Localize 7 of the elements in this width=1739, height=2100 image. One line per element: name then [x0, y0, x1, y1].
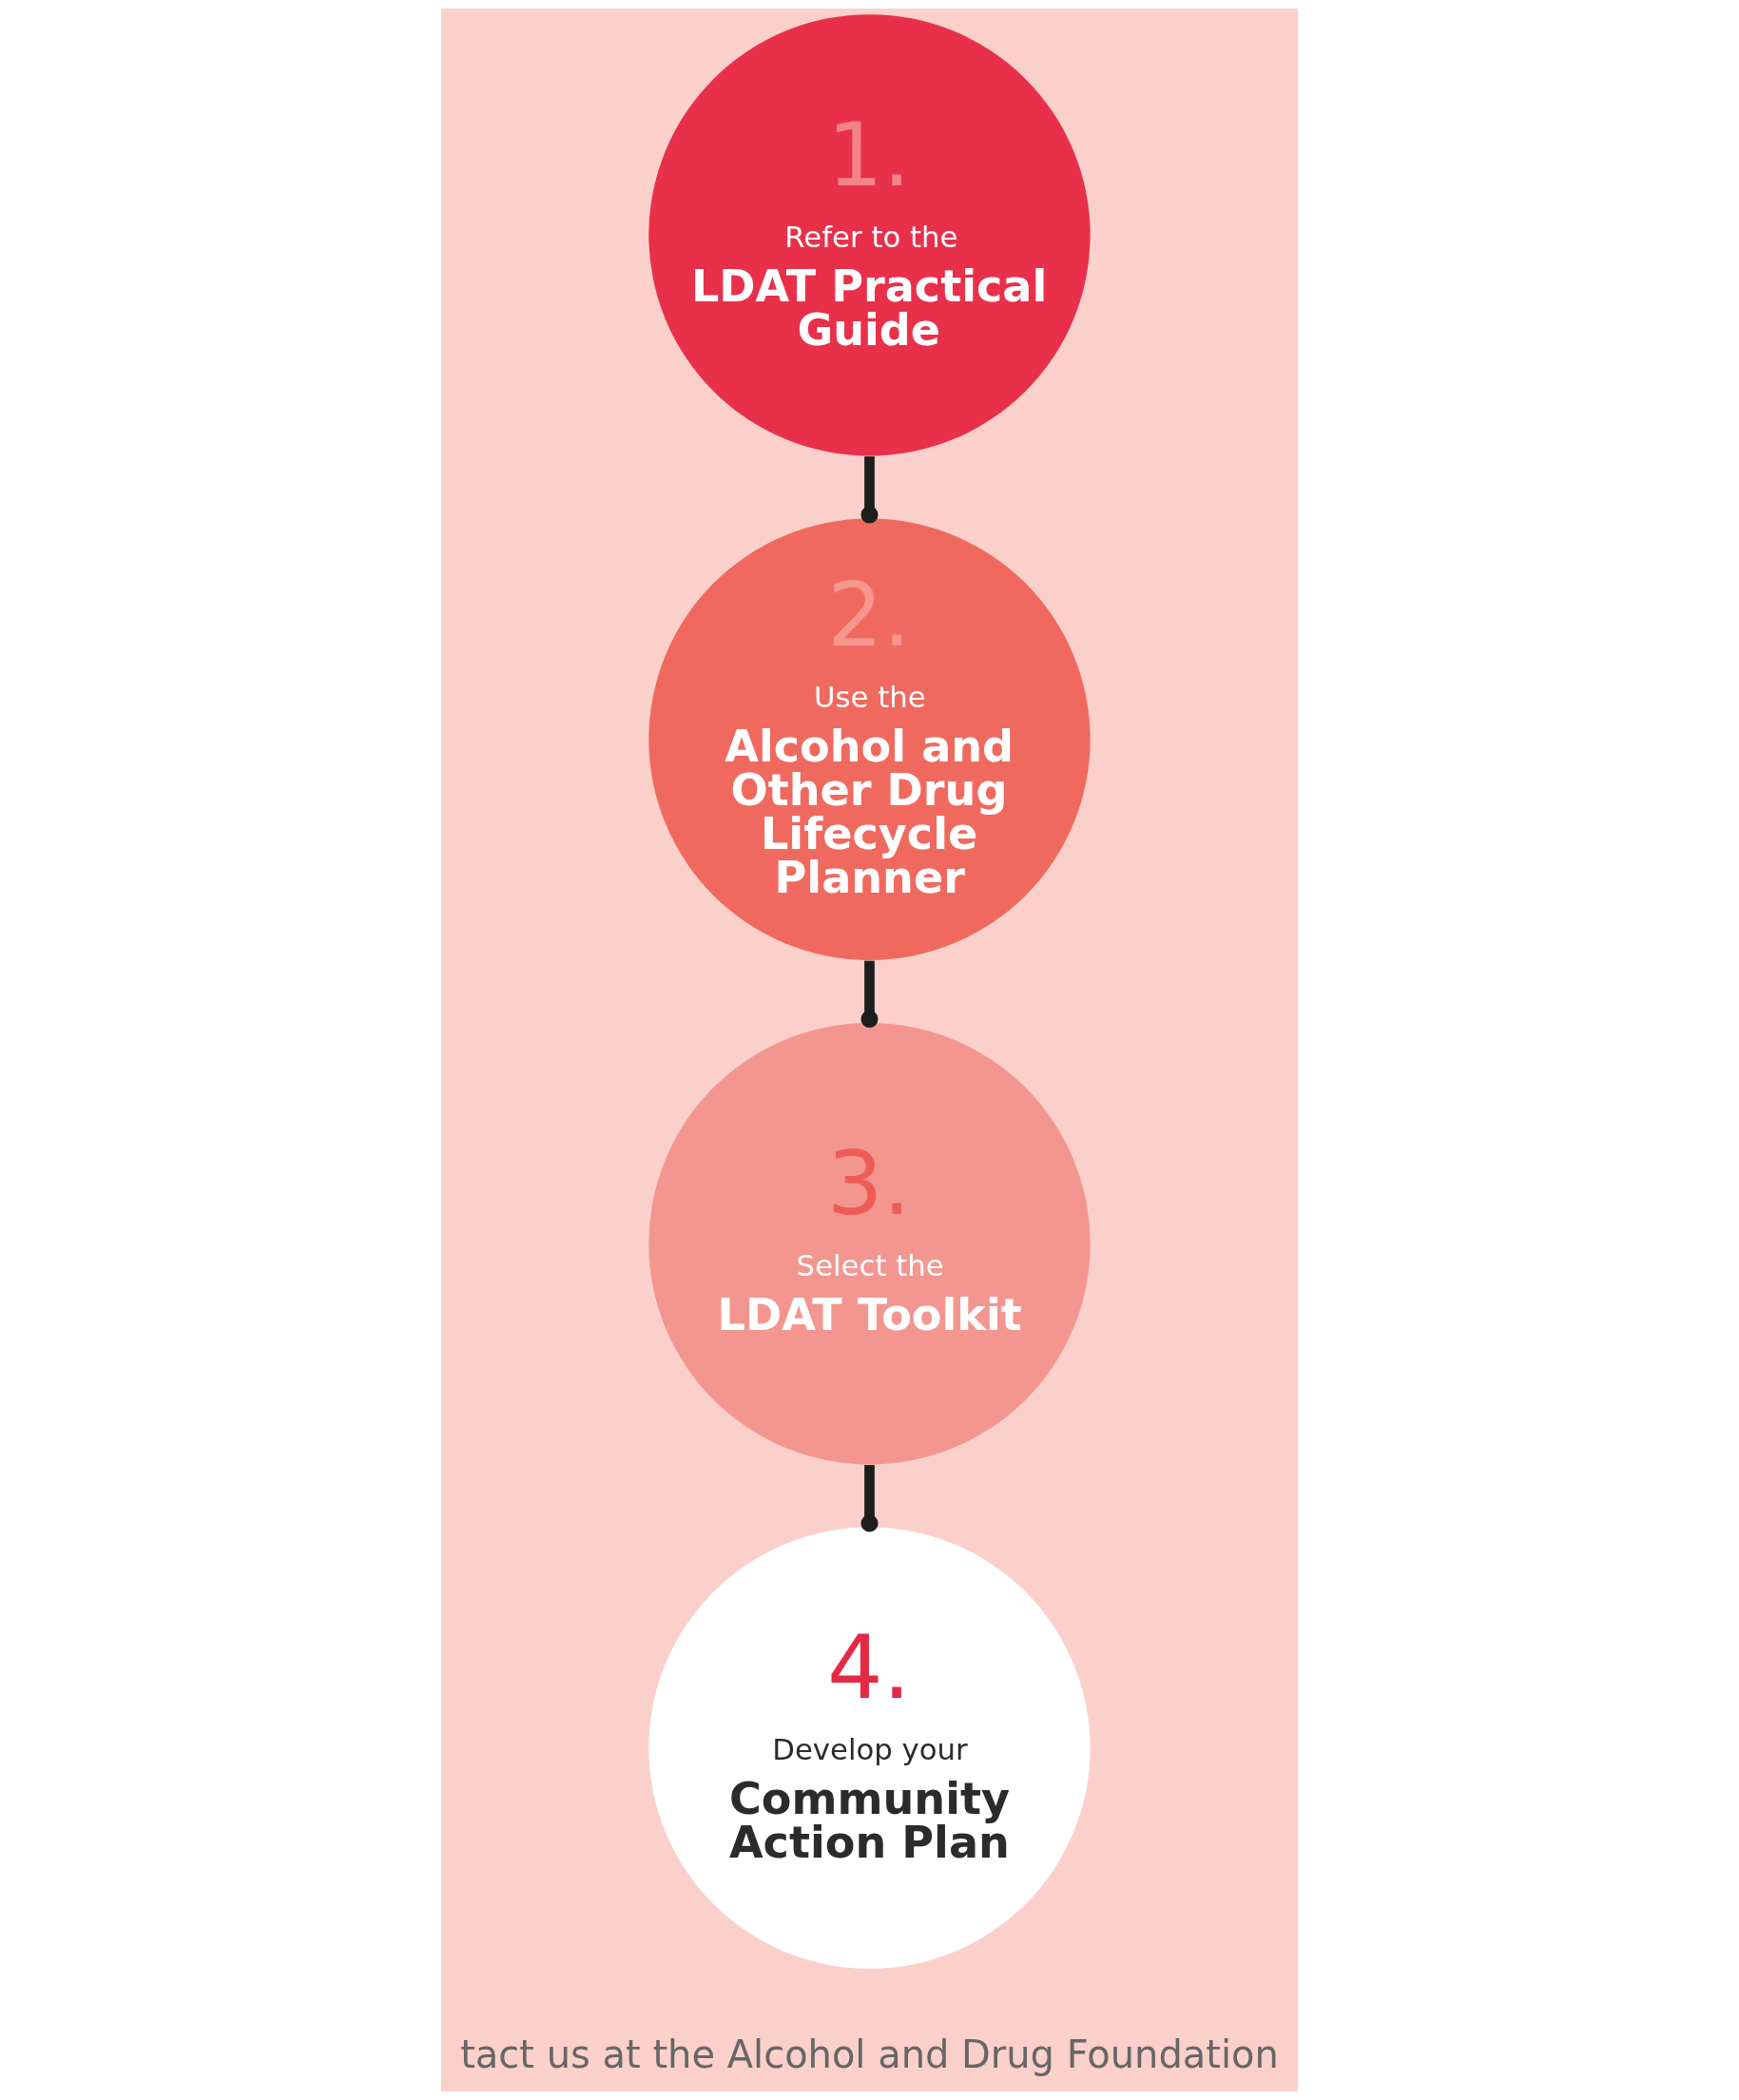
label: tact us at the Alcohol and Drug Foundation — [460, 2033, 1279, 2077]
connector — [860, 456, 879, 524]
node-circle: 4. Develop your Community Action Plan — [648, 1527, 1091, 1969]
connector — [860, 960, 879, 1029]
node-circle: 3. Select the LDAT Toolkit — [648, 1023, 1091, 1465]
connector — [860, 1465, 879, 1532]
node-circle: 1. Refer to the LDAT Practical Guide — [648, 14, 1091, 456]
